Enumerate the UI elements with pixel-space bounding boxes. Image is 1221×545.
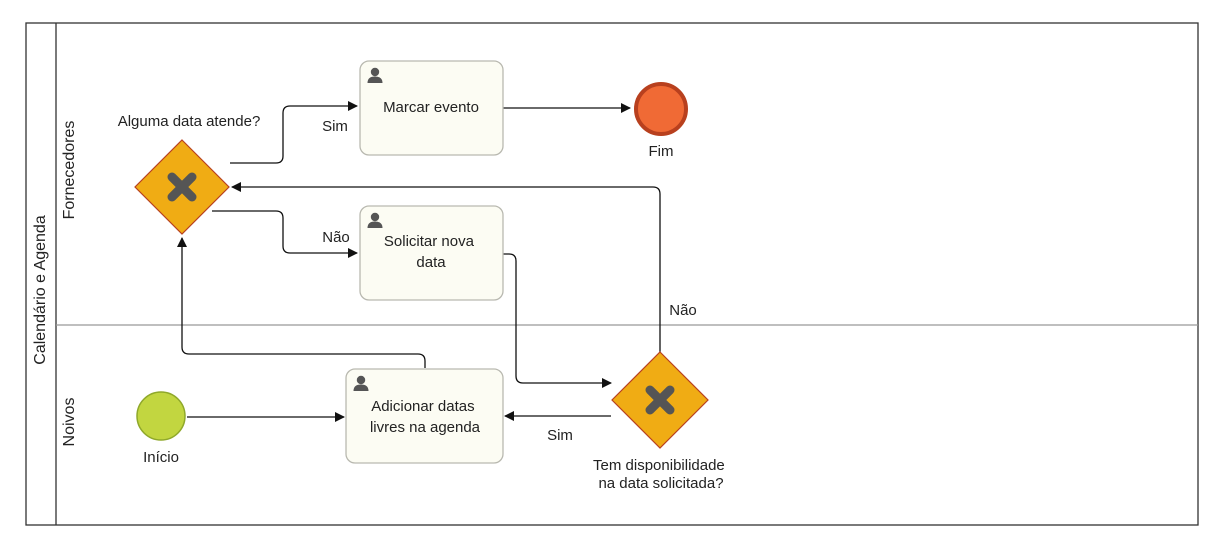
task-label-line: Marcar evento bbox=[383, 99, 479, 116]
task-label-line: Adicionar datas bbox=[371, 398, 474, 415]
task-label-line: livres na agenda bbox=[370, 419, 481, 436]
gateway-tem-disponibilidade[interactable] bbox=[611, 351, 709, 449]
flow-solicitar-to-gateway-disponibilidade[interactable] bbox=[503, 253, 612, 388]
task-adicionar-datas[interactable]: Adicionar datas livres na agenda bbox=[345, 368, 504, 464]
task-label-line: Solicitar nova bbox=[384, 233, 475, 250]
gateway-alguma-data-atende[interactable] bbox=[134, 139, 230, 235]
flow-label-nao-right: Não bbox=[669, 302, 697, 319]
end-event-fim[interactable] bbox=[634, 82, 688, 136]
exclusive-x-icon bbox=[167, 172, 197, 202]
flow-label-sim-bottom: Sim bbox=[547, 427, 573, 444]
pool-border bbox=[25, 22, 1199, 526]
flow-label-sim-top: Sim bbox=[322, 118, 348, 135]
task-marcar-evento[interactable]: Marcar evento bbox=[359, 60, 504, 156]
svg-text:Tem disponibilidade na dat: Tem disponibilidade na data solicitada? bbox=[593, 457, 729, 492]
task-label-line: data bbox=[416, 254, 446, 271]
flow-label-nao-top: Não bbox=[322, 229, 350, 246]
lane-label-fornecedores: Fornecedores bbox=[61, 121, 78, 220]
svg-text:Solicitar nova data: Solicitar nova data bbox=[384, 233, 478, 271]
gateway-label-line: Tem disponibilidade bbox=[593, 457, 725, 474]
lane-label-noivos: Noivos bbox=[61, 398, 78, 447]
pool: Calendário e Agenda Fornecedores Noivos bbox=[25, 22, 1199, 526]
sequence-flows bbox=[177, 101, 661, 422]
end-event-label: Fim bbox=[649, 143, 674, 160]
pool-label: Calendário e Agenda bbox=[32, 215, 49, 365]
start-event-label: Início bbox=[143, 449, 179, 466]
gateway-label-line: na data solicitada? bbox=[598, 475, 723, 492]
flow-gateway-to-solicitar-data[interactable] bbox=[212, 210, 358, 258]
gateway-label-alguma-data: Alguma data atende? bbox=[118, 113, 261, 130]
svg-text:Adicionar datas livres n: Adicionar datas livres na agenda bbox=[370, 398, 481, 436]
flow-nao-to-alguma-data[interactable] bbox=[231, 182, 661, 352]
flow-gateway-to-marcar-evento[interactable] bbox=[230, 101, 358, 164]
exclusive-x-icon bbox=[645, 385, 675, 415]
svg-text:Marcar evento: Marcar evento bbox=[383, 99, 479, 116]
task-solicitar-nova-data[interactable]: Solicitar nova data bbox=[359, 205, 504, 301]
flow-adicionar-to-alguma-data[interactable] bbox=[177, 237, 426, 368]
start-event-inicio[interactable] bbox=[136, 391, 186, 441]
